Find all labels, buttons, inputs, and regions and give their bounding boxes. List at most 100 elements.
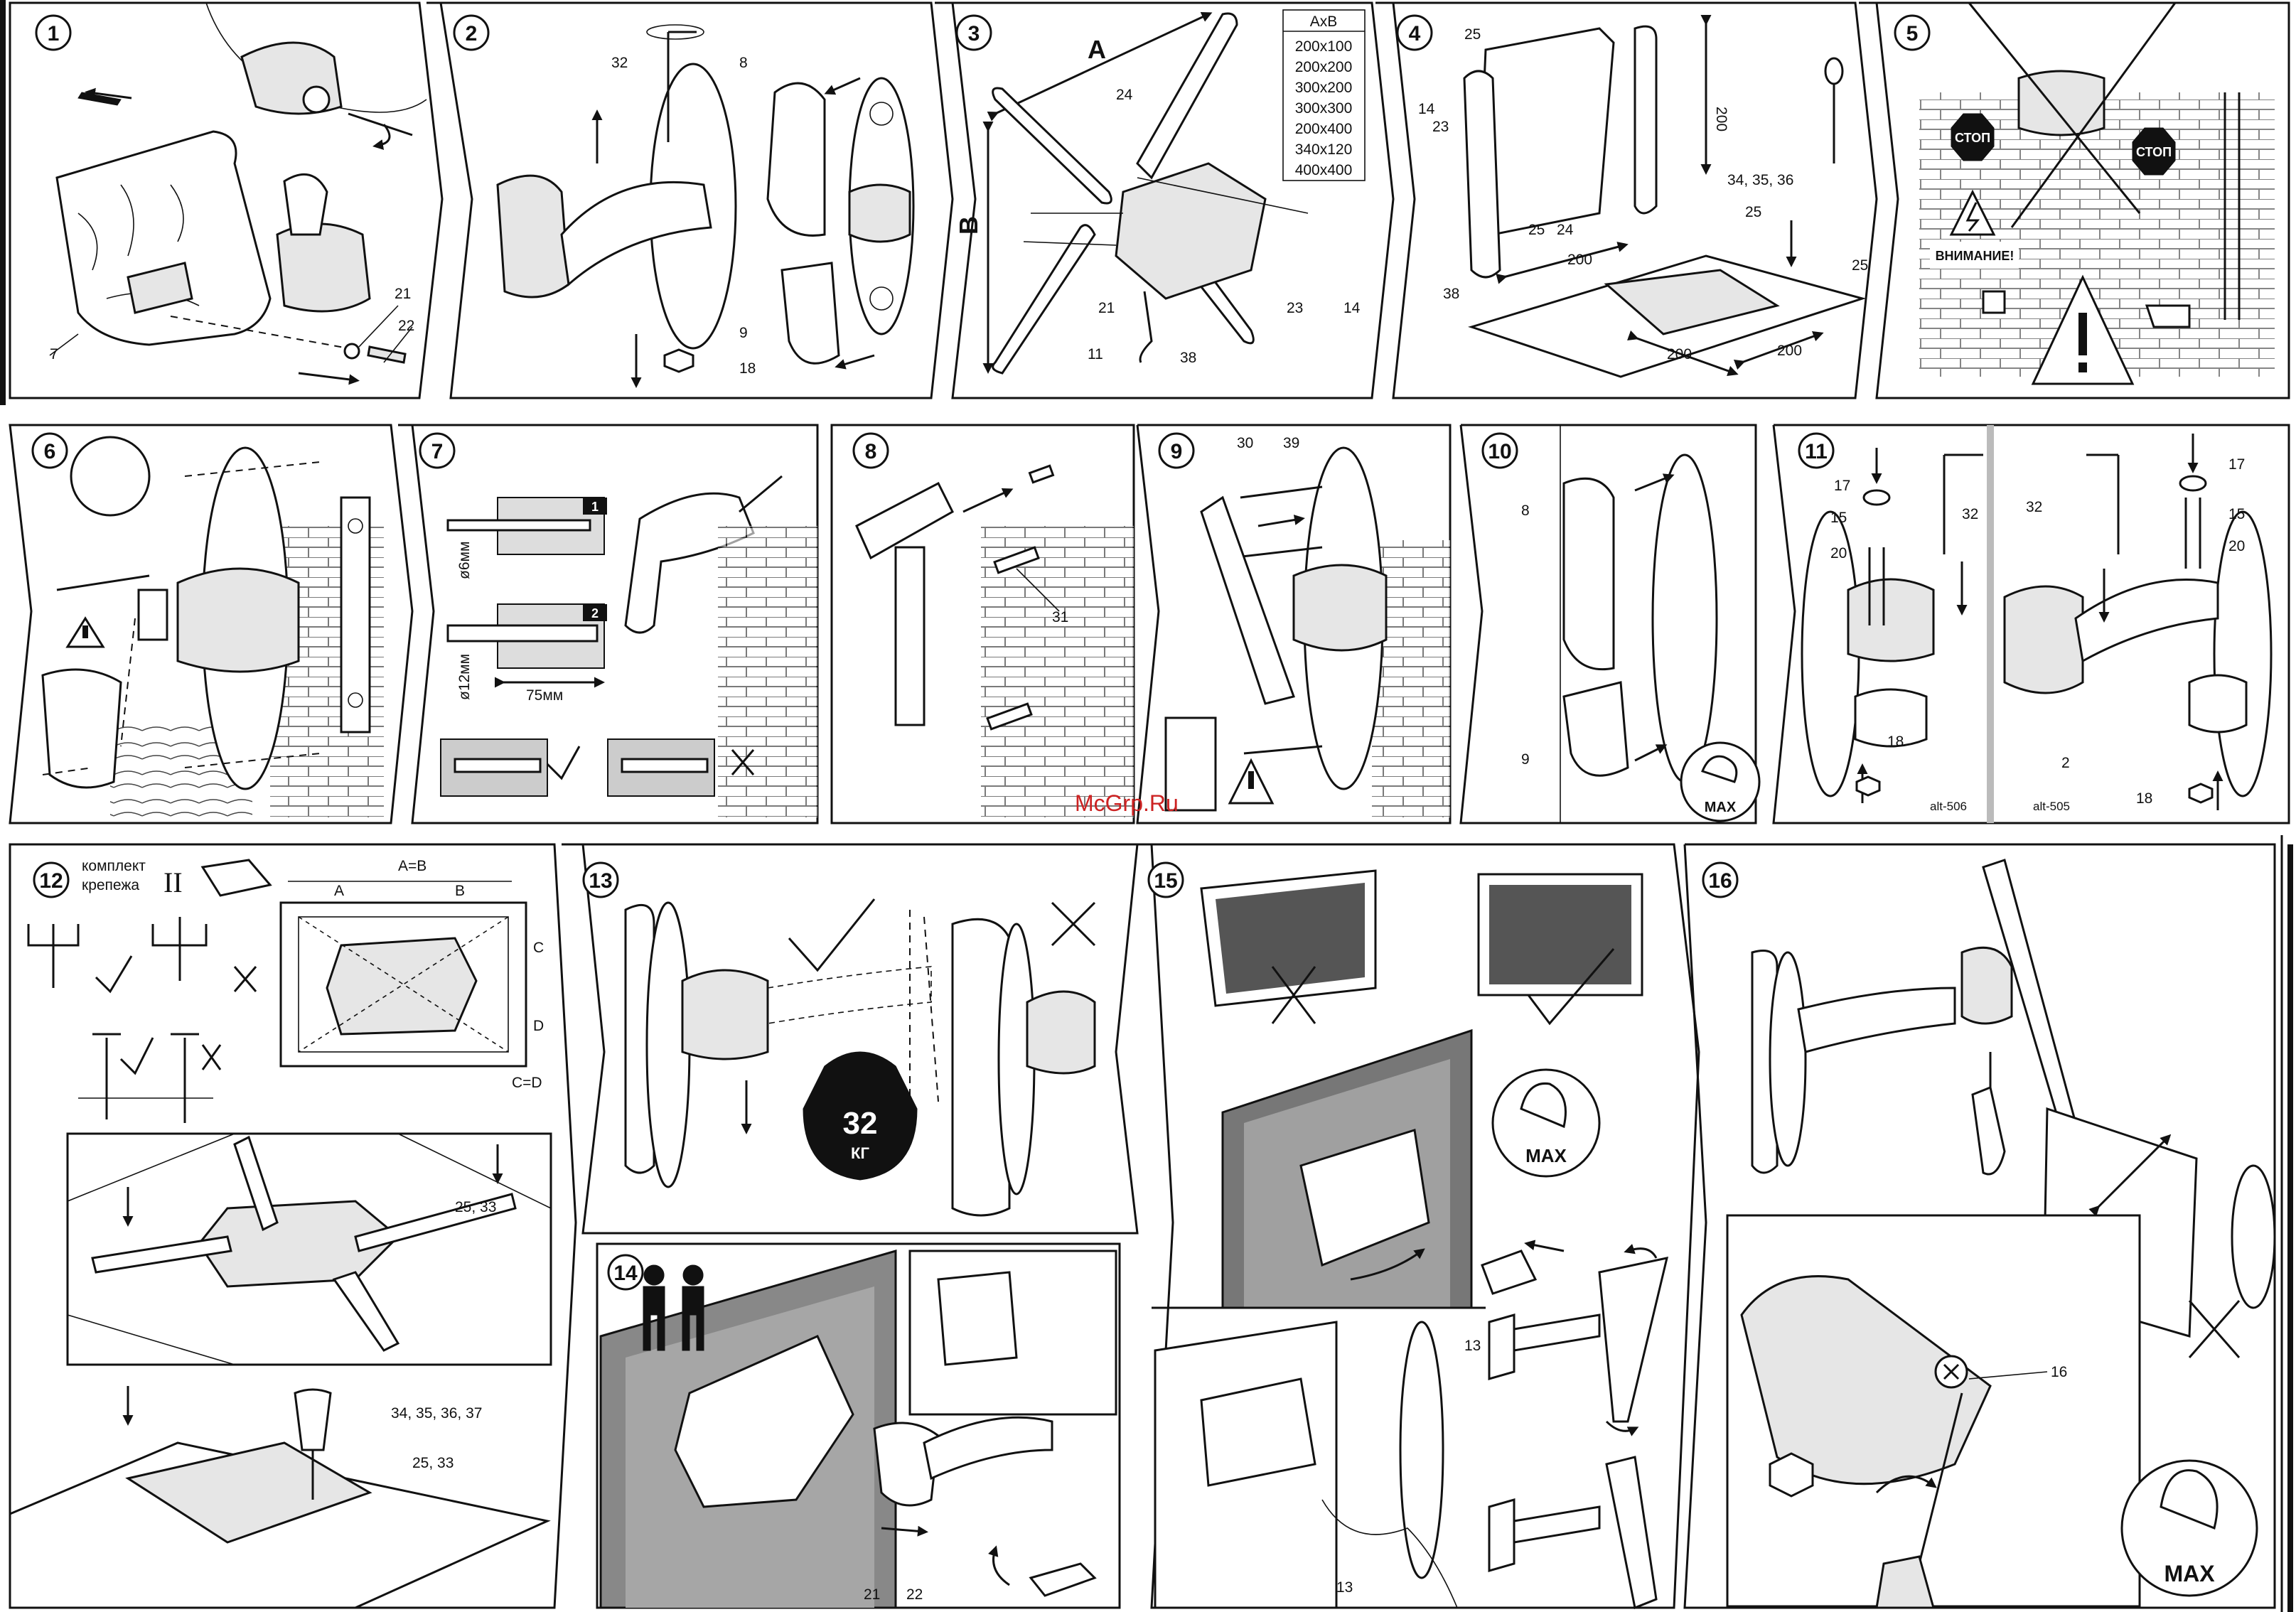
step-badge: [33, 861, 70, 898]
part-label: 24: [1557, 222, 1574, 238]
part-label: 18: [739, 360, 756, 377]
table-header: AxB: [1310, 14, 1338, 30]
step-number: 8: [865, 440, 877, 463]
stop-text: СТОП: [2136, 145, 2172, 159]
part-label: 32: [2026, 499, 2042, 515]
step-number: 3: [968, 22, 980, 45]
step-11-panel: 11 17 15 20 18 32 alt-506 32 17 15 20: [1772, 424, 2290, 824]
strength-badge: [1491, 1068, 1601, 1178]
step-7-panel: 7 1 ø6мм 2 ø12мм 75мм: [398, 424, 819, 824]
step-number: 4: [1409, 22, 1421, 45]
step-12-panel: 12 комплект крепежа II A=B A B C D C=D: [9, 843, 577, 1609]
warning-text: ВНИМАНИЕ!: [1936, 249, 2015, 263]
part-label: 18: [2136, 790, 2152, 807]
wall-bracket: [1651, 453, 1718, 783]
weight-icon: [803, 1051, 918, 1181]
table-cell: 300x200: [1295, 80, 1353, 96]
step-badge: [1702, 861, 1739, 898]
step-5-panel: 5 СТОП СТОП ВНИМАНИЕ!: [1859, 1, 2290, 399]
kit-label: крепежа: [82, 877, 139, 893]
step-badge: [35, 14, 72, 51]
step-13-panel: 13 32 КГ: [562, 843, 1139, 1235]
model-label: alt-505: [2033, 800, 2070, 813]
max-label: MAX: [1525, 1145, 1567, 1166]
plate: [1477, 27, 1615, 236]
step-badge: [31, 432, 68, 469]
step-badge: [453, 14, 490, 51]
plate: [674, 1335, 854, 1508]
part-label: 22: [906, 1586, 923, 1603]
part-label: 18: [1887, 734, 1904, 750]
part-label: 13: [1464, 1338, 1481, 1354]
part-label: 14: [1343, 300, 1361, 316]
step-number: 13: [589, 869, 612, 893]
step-number: 2: [466, 22, 478, 45]
cover-8: [766, 82, 826, 237]
part-label: 25: [1464, 26, 1481, 43]
part-label: 21: [864, 1586, 880, 1603]
part-label: 34, 35, 36, 37: [391, 1405, 482, 1422]
part-label: 21: [1098, 300, 1115, 316]
part-label: 2: [2061, 755, 2070, 771]
screwdriver: [1029, 1562, 1097, 1597]
tv-side: [1598, 1257, 1669, 1423]
part-label: 25, 33: [455, 1199, 496, 1215]
step-badge: [607, 1254, 644, 1291]
step-1-panel: 1 21 22 7: [9, 1, 444, 399]
step-4-panel: 4 25 14 23 25 24 38 200 200 34, 35, 36 2…: [1375, 1, 1878, 399]
watermark: McGrp.Ru: [1075, 790, 1179, 816]
vesa-size-table: AxB 200x100 200x200 300x200 300x300 200x…: [1282, 9, 1366, 181]
table-cell: 200x400: [1295, 121, 1353, 137]
part-label: 25: [1852, 257, 1868, 274]
dimension-b: B: [954, 216, 983, 235]
step-number: 6: [44, 440, 56, 463]
part-label: 17: [2228, 456, 2245, 473]
box-label: 2: [591, 606, 599, 620]
dim-label: B: [455, 883, 465, 899]
dim-label: C: [533, 940, 544, 956]
part-label: 9: [1521, 751, 1530, 768]
part-label: 9: [739, 325, 748, 341]
drill-diameter: ø6мм: [456, 542, 473, 579]
step-9-panel: 9 30 39: [1136, 424, 1452, 824]
table-cell: 340x120: [1295, 141, 1353, 158]
kit-mark: II: [163, 866, 183, 898]
step-badge: [1894, 14, 1931, 51]
max-weight: 32: [843, 1106, 878, 1141]
step-number: 16: [1708, 869, 1732, 893]
step-number: 12: [39, 869, 63, 893]
part-label: 24: [1116, 87, 1133, 103]
step-8-panel: 8 31: [830, 424, 1135, 824]
dim-label: A: [334, 883, 344, 899]
step-number: 7: [431, 440, 444, 463]
step-badge: [1798, 432, 1835, 469]
spirit-level: [340, 496, 371, 734]
step-badge: [582, 861, 619, 898]
tv-side: [1605, 1456, 1658, 1610]
rail: [1136, 12, 1238, 180]
step-number: 1: [48, 22, 60, 45]
part-label: 16: [2051, 1364, 2067, 1380]
part-label: 200: [1667, 346, 1692, 362]
part-label: 25: [1528, 222, 1545, 238]
person-icon: [643, 1264, 665, 1351]
step-number: 14: [613, 1262, 638, 1285]
part-label: 7: [50, 346, 58, 362]
table-cell: 300x300: [1295, 100, 1353, 117]
part-label: 200: [1567, 252, 1592, 268]
step-number: 10: [1488, 440, 1511, 463]
arm: [1797, 987, 1956, 1053]
max-label: MAX: [2164, 1561, 2215, 1586]
step-3-panel: 3 AxB 200x100 200x200 300x200 300x300 20…: [935, 1, 1395, 399]
electric-warning-icon: [1949, 189, 1996, 236]
strength-badge: [1680, 741, 1761, 822]
part-label: 20: [1830, 545, 1847, 561]
plate: [1115, 162, 1267, 300]
table-cell: 200x200: [1295, 59, 1353, 75]
person-icon: [682, 1264, 704, 1351]
part-label: 200: [1777, 343, 1802, 359]
part-label: 17: [1834, 478, 1850, 494]
table-cell: 200x100: [1295, 38, 1353, 55]
part-label: 15: [1830, 510, 1847, 526]
